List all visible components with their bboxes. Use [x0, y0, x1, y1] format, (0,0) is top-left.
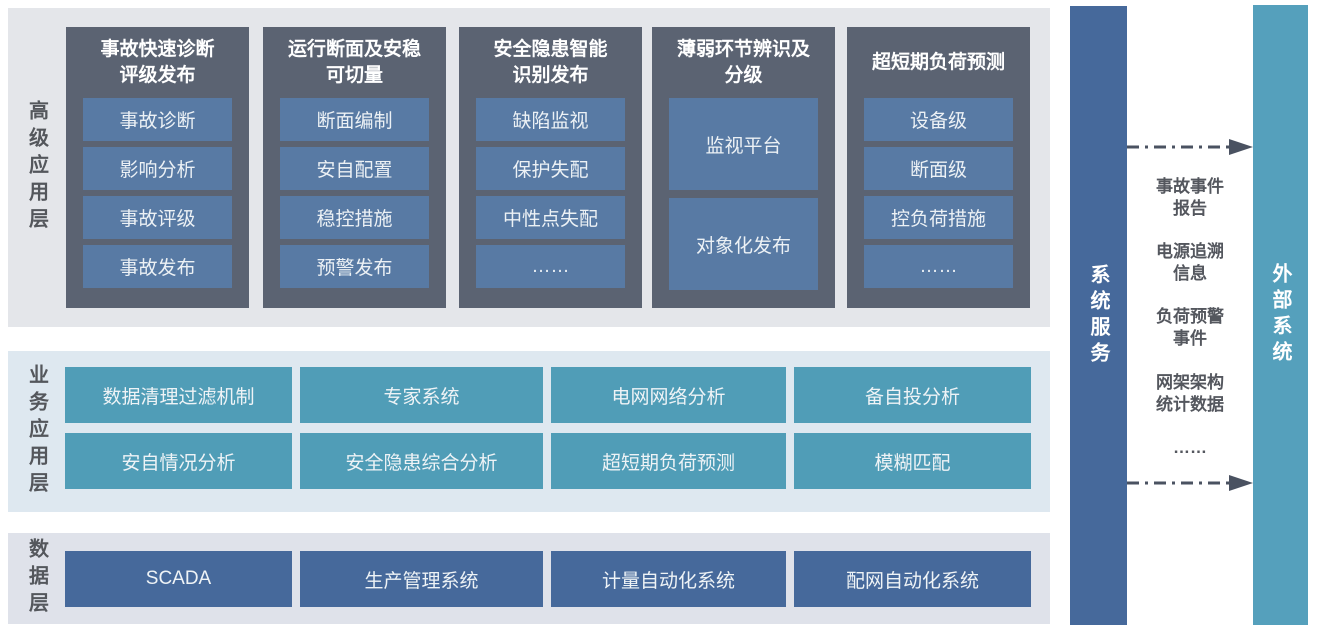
business-item: 电网网络分析	[551, 367, 786, 423]
column-item: 安自配置	[280, 147, 429, 190]
column-item: 中性点失配	[476, 196, 625, 239]
column-operation-section: 运行断面及安稳 可切量 断面编制 安自配置 稳控措施 预警发布	[263, 27, 446, 308]
column-load-forecast: 超短期负荷预测 设备级 断面级 控负荷措施 ……	[847, 27, 1030, 308]
business-item: 备自投分析	[794, 367, 1031, 423]
column-title: 事故快速诊断 评级发布	[100, 38, 215, 86]
system-service-bar: 系统服务	[1070, 6, 1127, 625]
business-item: 安自情况分析	[65, 433, 292, 489]
column-title: 薄弱环节辨识及 分级	[676, 38, 810, 86]
column-weak-link: 薄弱环节辨识及 分级 监视平台 对象化发布	[652, 27, 835, 308]
layer-advanced-label: 高级应用层	[25, 100, 48, 235]
column-items: 监视平台 对象化发布	[652, 98, 835, 290]
data-item: SCADA	[65, 551, 292, 607]
column-item: 事故评级	[83, 196, 232, 239]
exchange-item-ellipsis: ……	[1173, 437, 1207, 457]
column-item: 监视平台	[669, 98, 818, 190]
business-item: 超短期负荷预测	[551, 433, 786, 489]
business-item: 专家系统	[300, 367, 543, 423]
column-item: 设备级	[864, 98, 1013, 141]
column-item: 影响分析	[83, 147, 232, 190]
column-title: 安全隐患智能 识别发布	[493, 38, 608, 86]
column-item: 事故发布	[83, 245, 232, 288]
column-title: 运行断面及安稳 可切量	[287, 38, 421, 86]
exchange-item: 网架架构 统计数据	[1156, 372, 1224, 414]
column-items: 设备级 断面级 控负荷措施 ……	[847, 98, 1030, 288]
layer-advanced-application: 高级应用层 事故快速诊断 评级发布 事故诊断 影响分析 事故评级 事故发布 运行…	[8, 8, 1050, 327]
business-item: 安全隐患综合分析	[300, 433, 543, 489]
column-items: 事故诊断 影响分析 事故评级 事故发布	[66, 98, 249, 288]
arrow-right-icon	[1127, 139, 1253, 155]
exchange-data-list: 事故事件 报告 电源追溯 信息 负荷预警 事件 网架架构 统计数据 ……	[1127, 176, 1253, 459]
column-item: 保护失配	[476, 147, 625, 190]
column-item-ellipsis: ……	[476, 245, 625, 288]
column-item: 缺陷监视	[476, 98, 625, 141]
column-item: 稳控措施	[280, 196, 429, 239]
column-hidden-danger: 安全隐患智能 识别发布 缺陷监视 保护失配 中性点失配 ……	[459, 27, 642, 308]
column-items: 断面编制 安自配置 稳控措施 预警发布	[263, 98, 446, 288]
column-item-ellipsis: ……	[864, 245, 1013, 288]
column-item: 控负荷措施	[864, 196, 1013, 239]
data-items-grid: SCADA 生产管理系统 计量自动化系统 配网自动化系统	[65, 551, 1031, 607]
layer-data-label: 数据层	[25, 538, 48, 619]
column-item: 事故诊断	[83, 98, 232, 141]
exchange-item: 电源追溯 信息	[1156, 242, 1224, 284]
layer-business-label: 业务应用层	[25, 364, 48, 499]
column-item: 断面编制	[280, 98, 429, 141]
data-item: 生产管理系统	[300, 551, 543, 607]
data-item: 计量自动化系统	[551, 551, 786, 607]
column-item: 对象化发布	[669, 198, 818, 290]
business-items-grid: 数据清理过滤机制 专家系统 电网网络分析 备自投分析 安自情况分析 安全隐患综合…	[65, 367, 1031, 489]
column-title: 超短期负荷预测	[871, 51, 1005, 73]
column-item: 预警发布	[280, 245, 429, 288]
exchange-item: 事故事件 报告	[1156, 177, 1224, 219]
arrow-right-icon	[1127, 475, 1253, 491]
data-item: 配网自动化系统	[794, 551, 1031, 607]
column-accident-diagnosis: 事故快速诊断 评级发布 事故诊断 影响分析 事故评级 事故发布	[66, 27, 249, 308]
business-item: 数据清理过滤机制	[65, 367, 292, 423]
layer-data: 数据层 SCADA 生产管理系统 计量自动化系统 配网自动化系统	[8, 533, 1050, 624]
business-item: 模糊匹配	[794, 433, 1031, 489]
layer-business-application: 业务应用层 数据清理过滤机制 专家系统 电网网络分析 备自投分析 安自情况分析 …	[8, 351, 1050, 512]
column-items: 缺陷监视 保护失配 中性点失配 ……	[459, 98, 642, 288]
column-item: 断面级	[864, 147, 1013, 190]
external-system-bar: 外部系统	[1253, 5, 1308, 625]
exchange-item: 负荷预警 事件	[1156, 307, 1224, 349]
